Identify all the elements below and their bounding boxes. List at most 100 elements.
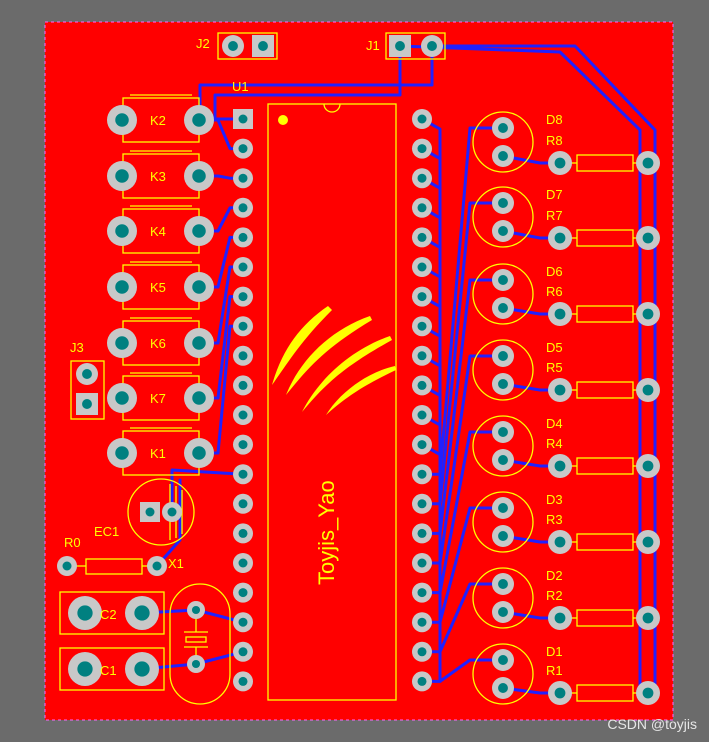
label-d6: D6 (546, 264, 563, 279)
led-pad-k-d5-drill (498, 379, 508, 389)
res-pad-l-r8-drill (554, 157, 566, 169)
led-pad-k-d6-drill (498, 303, 508, 313)
j3-pad-1-drill (82, 369, 92, 379)
led-pad-k-d8-drill (498, 151, 508, 161)
logo-text: Toyjis_Yao (314, 480, 339, 585)
key-pad-right-k3-drill (192, 169, 206, 183)
label-d8: D8 (546, 112, 563, 127)
x1-pad-1-drill (191, 605, 201, 615)
u1-pin-left-8-drill (238, 321, 248, 331)
res-pad-r-r3-drill (642, 536, 654, 548)
u1-pin-right-29-drill (417, 440, 427, 450)
u1-pin-right-21-drill (417, 676, 427, 686)
res-pad-l-r1-drill (554, 687, 566, 699)
label-j3: J3 (70, 340, 84, 355)
u1-pin-left-10-drill (238, 380, 248, 390)
led-pad-a-d4-drill (498, 427, 508, 437)
label-d3: D3 (546, 492, 563, 507)
ec1-outline (127, 478, 195, 546)
j3-outline (70, 360, 105, 420)
j1-pad-2-drill (427, 41, 437, 51)
label-j2: J2 (196, 36, 210, 51)
key-pad-left-k5-drill (115, 280, 129, 294)
label-d1: D1 (546, 644, 563, 659)
u1-pin-left-14-drill (238, 499, 248, 509)
led-pad-a-d6-drill (498, 275, 508, 285)
led-outline-d6 (472, 263, 534, 325)
u1-pin-left-20-drill (238, 676, 248, 686)
u1-pin-right-32-drill (417, 351, 427, 361)
key-pad-right-k1-drill (192, 446, 206, 460)
u1-pin-right-35-drill (417, 262, 427, 272)
label-d4: D4 (546, 416, 563, 431)
u1-pin-left-5-drill (238, 232, 248, 242)
u1-pin-right-24-drill (417, 588, 427, 598)
key-pad-right-k5-drill (192, 280, 206, 294)
u1-pin-left-3-drill (238, 173, 248, 183)
u1-pin-right-33-drill (417, 321, 427, 331)
trace-r0 (155, 478, 182, 568)
u1-pin-right-31-drill (417, 380, 427, 390)
led-outline-d8 (472, 111, 534, 173)
u1-pin-left-11-drill (238, 410, 248, 420)
label-k3: K3 (150, 169, 166, 184)
ec1-pad-1-drill (145, 507, 155, 517)
pad-layer (57, 35, 660, 705)
r0-pad-2-drill (152, 561, 162, 571)
label-r5: R5 (546, 360, 563, 375)
logo-graphic (272, 306, 396, 415)
c2-outline (59, 591, 165, 635)
u1-pin-right-40-drill (417, 114, 427, 124)
u1-pin-left-7-drill (238, 292, 248, 302)
u1-pin-right-36-drill (417, 232, 427, 242)
res-pad-r-r4-drill (642, 460, 654, 472)
u1-pin-left-2-drill (238, 144, 248, 154)
key-pad-left-k4-drill (115, 224, 129, 238)
trace-ec1 (170, 468, 245, 514)
u1-pin-left-19-drill (238, 647, 248, 657)
led-outline-d5 (472, 339, 534, 401)
c1-pad-2-drill (134, 661, 150, 677)
u1-pin-left-16-drill (238, 558, 248, 568)
u1-pin-left-15-drill (238, 528, 248, 538)
label-r8: R8 (546, 133, 563, 148)
u1-pin-right-37-drill (417, 203, 427, 213)
label-r2: R2 (546, 588, 563, 603)
led-pad-a-d8-drill (498, 123, 508, 133)
led-pad-k-d3-drill (498, 531, 508, 541)
led-pad-a-d2-drill (498, 579, 508, 589)
c2-pad-2-drill (134, 605, 150, 621)
led-pad-k-d4-drill (498, 455, 508, 465)
u1-pin-left-4-drill (238, 203, 248, 213)
u1-pin-right-27-drill (417, 499, 427, 509)
c2-pad-1-drill (77, 605, 93, 621)
u1-pin-right-22-drill (417, 647, 427, 657)
ec1-pad-2-drill (167, 507, 177, 517)
label-c2: C2 (100, 607, 117, 622)
led-pad-k-d1-drill (498, 683, 508, 693)
u1-pin-right-26-drill (417, 528, 427, 538)
u1-pin-right-25-drill (417, 558, 427, 568)
led-outline-d4 (472, 415, 534, 477)
label-k2: K2 (150, 113, 166, 128)
label-r7: R7 (546, 208, 563, 223)
key-pad-right-k4-drill (192, 224, 206, 238)
res-pad-l-r3-drill (554, 536, 566, 548)
u1-pin-right-39-drill (417, 144, 427, 154)
label-k1: K1 (150, 446, 166, 461)
res-pad-l-r5-drill (554, 384, 566, 396)
u1-pin-left-6-drill (238, 262, 248, 272)
led-pad-a-d7-drill (498, 198, 508, 208)
u1-pin-left-18-drill (238, 617, 248, 627)
u1-pin-left-13-drill (238, 469, 248, 479)
j1-pad-1-drill (395, 41, 405, 51)
label-layer: K2K3K4K5K6K7K1D8R8D7R7D6R6D5R5D4R4D3R3D2… (64, 36, 563, 678)
trace-u1-j1 (198, 44, 434, 121)
label-x1: X1 (168, 556, 184, 571)
key-pad-left-k2-drill (115, 113, 129, 127)
label-ec1: EC1 (94, 524, 119, 539)
led-pad-k-d2-drill (498, 607, 508, 617)
j1-outline (385, 32, 446, 60)
res-pad-r-r1-drill (642, 687, 654, 699)
